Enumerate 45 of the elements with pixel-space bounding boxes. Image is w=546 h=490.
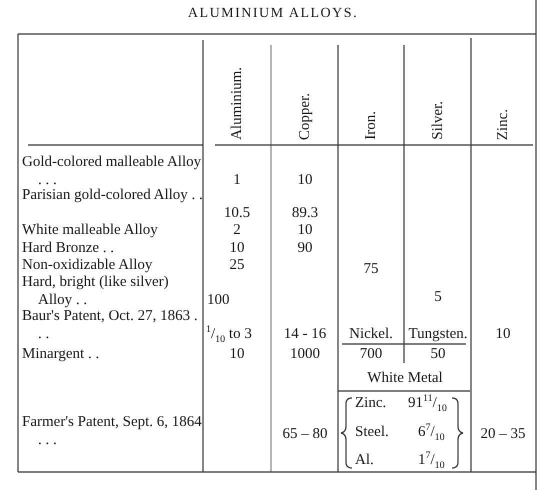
table-value: 10 [228,345,246,363]
table-value: 1000 [289,345,321,363]
table-value: 10.5 [222,204,252,222]
alloy-name: Gold-colored malleable Alloy . . . [22,153,202,188]
table-value: 10 [228,239,246,257]
alloy-name: Non-oxidizable Alloy [22,256,154,274]
table-value: 1 [232,171,242,189]
alloy-name: Minargent . . [22,345,100,363]
table-value: Tungsten. [407,325,469,343]
table-value: 20 – 35 [480,425,526,443]
table-value: 50 [430,345,446,363]
alloy-name: Farmer's Patent, Sept. 6, 1864 . . . [22,413,203,449]
table-value: 100 [207,291,230,309]
column-header: Iron. [362,111,380,140]
column-header: Copper. [296,92,314,140]
table-title: ALUMINIUM ALLOYS. [186,6,360,22]
table-value: 65 – 80 [282,425,328,443]
table-value: $^{1}$/$_{10}$ to 3 [206,325,253,343]
table-value: 25 [228,256,246,274]
alloy-name: Hard, bright (like silver) Alloy . . [22,273,170,309]
table-value: White Metal [366,369,444,387]
alloy-name: Baur's Patent, Oct. 27, 1863 . . . [22,308,199,343]
table-value: 1$^{7}$/$_{10}$ [418,451,446,469]
table-value: 700 [358,345,384,363]
column-header: Silver. [429,101,447,140]
column-header: Zinc. [494,108,512,140]
table-value: Nickel. [348,325,394,343]
table-value: 6$^{7}$/$_{10}$ [418,423,446,441]
table-value: 91$^{11}$/$_{10}$ [408,394,448,412]
table-value: Al. [355,451,375,469]
table-value: 14 - 16 [282,325,328,343]
table-value: 10 [296,171,314,189]
table-value: 75 [362,260,380,278]
column-header: Aluminium. [228,67,246,140]
table-value: 89.3 [290,204,320,222]
alloy-name: White malleable Alloy [22,221,159,239]
table-value: Steel. [355,423,390,441]
table-value: 90 [296,239,314,257]
table-value: 10 [494,325,512,343]
table-value: Zinc. [355,394,388,412]
alloy-name: Hard Bronze . . [22,239,116,257]
table-value: 2 [232,221,242,239]
table-value: 10 [296,221,314,239]
table-value: 5 [433,288,443,306]
alloy-name: Parisian gold-colored Alloy . . [22,186,204,204]
